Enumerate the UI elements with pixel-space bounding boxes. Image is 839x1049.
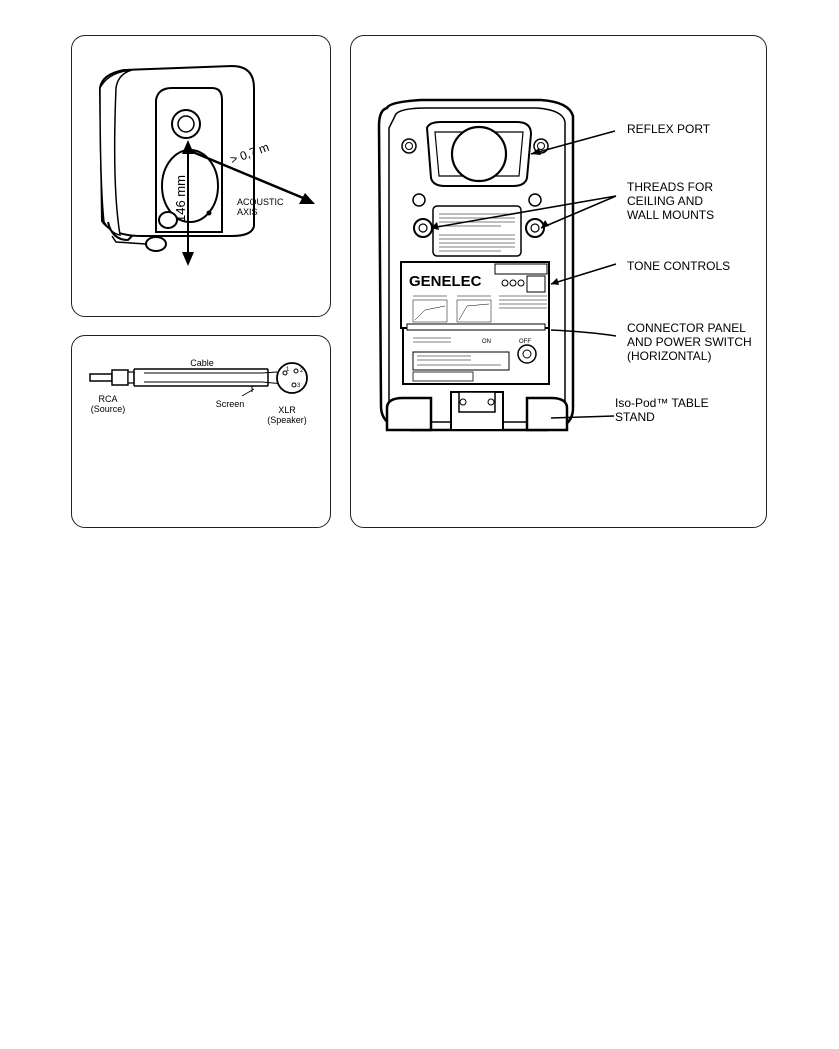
cable-label: Cable bbox=[182, 358, 222, 368]
iso-pod-stand bbox=[387, 398, 431, 430]
cable-wiring-panel: 1 2 3 Cable RCA (Source) Screen XLR (Spe… bbox=[71, 335, 331, 528]
speaker-side-drawing: 146 mm > 0,7 m bbox=[72, 36, 332, 318]
rca-plug bbox=[90, 374, 112, 381]
speaker-rear-drawing: GENELEC ON OFF bbox=[351, 36, 768, 529]
speaker-side-view-panel: 146 mm > 0,7 m ACOUSTIC AXIS bbox=[71, 35, 331, 317]
xlr-speaker-label: XLR (Speaker) bbox=[262, 405, 312, 425]
acoustic-axis-label: ACOUSTIC AXIS bbox=[237, 197, 284, 217]
dimension-height-label: 146 mm bbox=[173, 175, 188, 222]
callout-reflex-port: REFLEX PORT bbox=[627, 122, 710, 136]
screen-label: Screen bbox=[210, 399, 250, 409]
power-switch-on-label: ON bbox=[482, 339, 491, 345]
callout-iso-pod-stand: Iso-Pod™ TABLE STAND bbox=[615, 396, 709, 424]
dip-switches bbox=[527, 276, 545, 292]
power-switch-off-label: OFF bbox=[519, 339, 531, 345]
callout-tone-controls: TONE CONTROLS bbox=[627, 259, 730, 273]
genelec-logo: GENELEC bbox=[409, 273, 482, 290]
callout-connector-panel: CONNECTOR PANEL AND POWER SWITCH (HORIZO… bbox=[627, 321, 752, 363]
callout-threads-mounts: THREADS FOR CEILING AND WALL MOUNTS bbox=[627, 180, 714, 222]
speaker-rear-view-panel: GENELEC ON OFF bbox=[350, 35, 767, 528]
warning-label bbox=[433, 206, 521, 256]
rca-source-label: RCA (Source) bbox=[86, 394, 130, 414]
